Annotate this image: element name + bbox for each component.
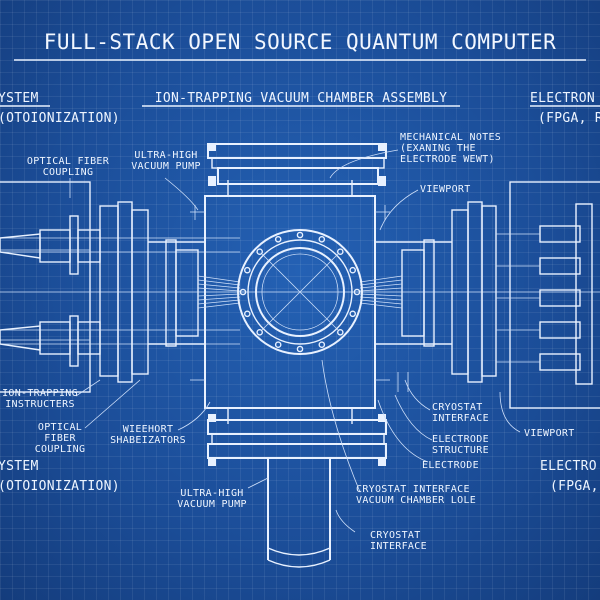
label-electrode: ELECTRODE [422,460,479,471]
viewport-bolt [318,341,326,349]
label-electrode-structure: ELECTRODE STRUCTURE [432,434,489,456]
cryostat-pipe [267,458,331,568]
central-viewport [237,229,363,355]
viewport-bolt [336,248,344,255]
section-name-left-bottom: YSTEM [0,459,39,474]
viewport-bolt [274,341,282,349]
viewport-bolt [243,266,251,274]
label-cryostat-interface-bottom: CRYOSTAT INTERFACE [370,530,427,552]
label-viewport-top: VIEWPORT [420,184,471,195]
viewport-bolt [243,310,251,318]
right-flange [375,201,497,383]
section-sub-left-bottom: (OTOIONIZATION) [0,479,120,494]
left-optics-box [0,181,91,393]
viewport-bolt [318,235,326,243]
viewport-bolt [256,248,264,255]
left-electrode-feedthrough [165,239,241,347]
label-mechanical-notes: MECHANICAL NOTES (EXANING THE ELECTRODE … [400,132,502,165]
section-sub-left-top: (OTOIONIZATION) [0,111,120,126]
right-electronics-box [496,181,600,409]
viewport-bolt [349,266,357,274]
label-uhv-pump-top: ULTRA-HIGH VACUUM PUMP [131,150,201,172]
label-optical-fiber-coupling-bottom: OPTICAL FIBER COUPLING [34,422,86,455]
viewport-bolt [256,328,264,336]
section-name-right-top: ELECTRON [530,91,596,106]
section-name-center: ION-TRAPPING VACUUM CHAMBER ASSEMBLY [154,91,448,106]
fiber-coupler-bottom [0,315,101,367]
viewport-bolt [336,328,344,336]
section-name-right-bottom: ELECTRO [540,459,597,474]
fiber-coupler-top [0,215,101,275]
section-sub-right-bottom: (FPGA, F [550,479,599,494]
label-cryostat-chamber-lole: CRYOSTAT INTERFACE VACUUM CHAMBER LOLE [356,484,477,506]
leader-lines [69,149,521,533]
label-cryostat-interface-right: CRYOSTAT INTERFACE [432,402,489,424]
right-electrode-feedthrough [359,239,435,347]
label-viewport-right: VIEWPORT [524,428,575,439]
viewport-bolt [296,231,304,239]
viewport-bolt [239,288,247,296]
viewport-bolt-ring [239,231,361,353]
bottom-pump-flange [207,414,387,466]
label-wieehort: WIEEHORT SHABEIZATORS [110,424,186,446]
viewport-bolt [349,310,357,318]
left-flange [99,201,205,383]
label-uhv-pump-bottom: ULTRA-HIGH VACUUM PUMP [177,488,247,510]
section-sub-right-top: (FPGA, R [538,111,600,126]
label-ion-trapping-instructers: ION-TRAPPING INSTRUCTERS [2,388,78,410]
chamber-small-fittings [190,205,409,392]
label-optical-fiber-coupling-top: OPTICAL FIBER COUPLING [26,156,110,178]
chamber-body [204,180,376,424]
viewport-bolt [274,235,282,243]
viewport-bolt [353,288,361,296]
section-name-left-top: YSTEM [0,91,39,106]
page-title: FULL-STACK OPEN SOURCE QUANTUM COMPUTER [43,30,557,54]
top-pump-flange [207,143,387,186]
viewport-bolt [296,345,304,353]
